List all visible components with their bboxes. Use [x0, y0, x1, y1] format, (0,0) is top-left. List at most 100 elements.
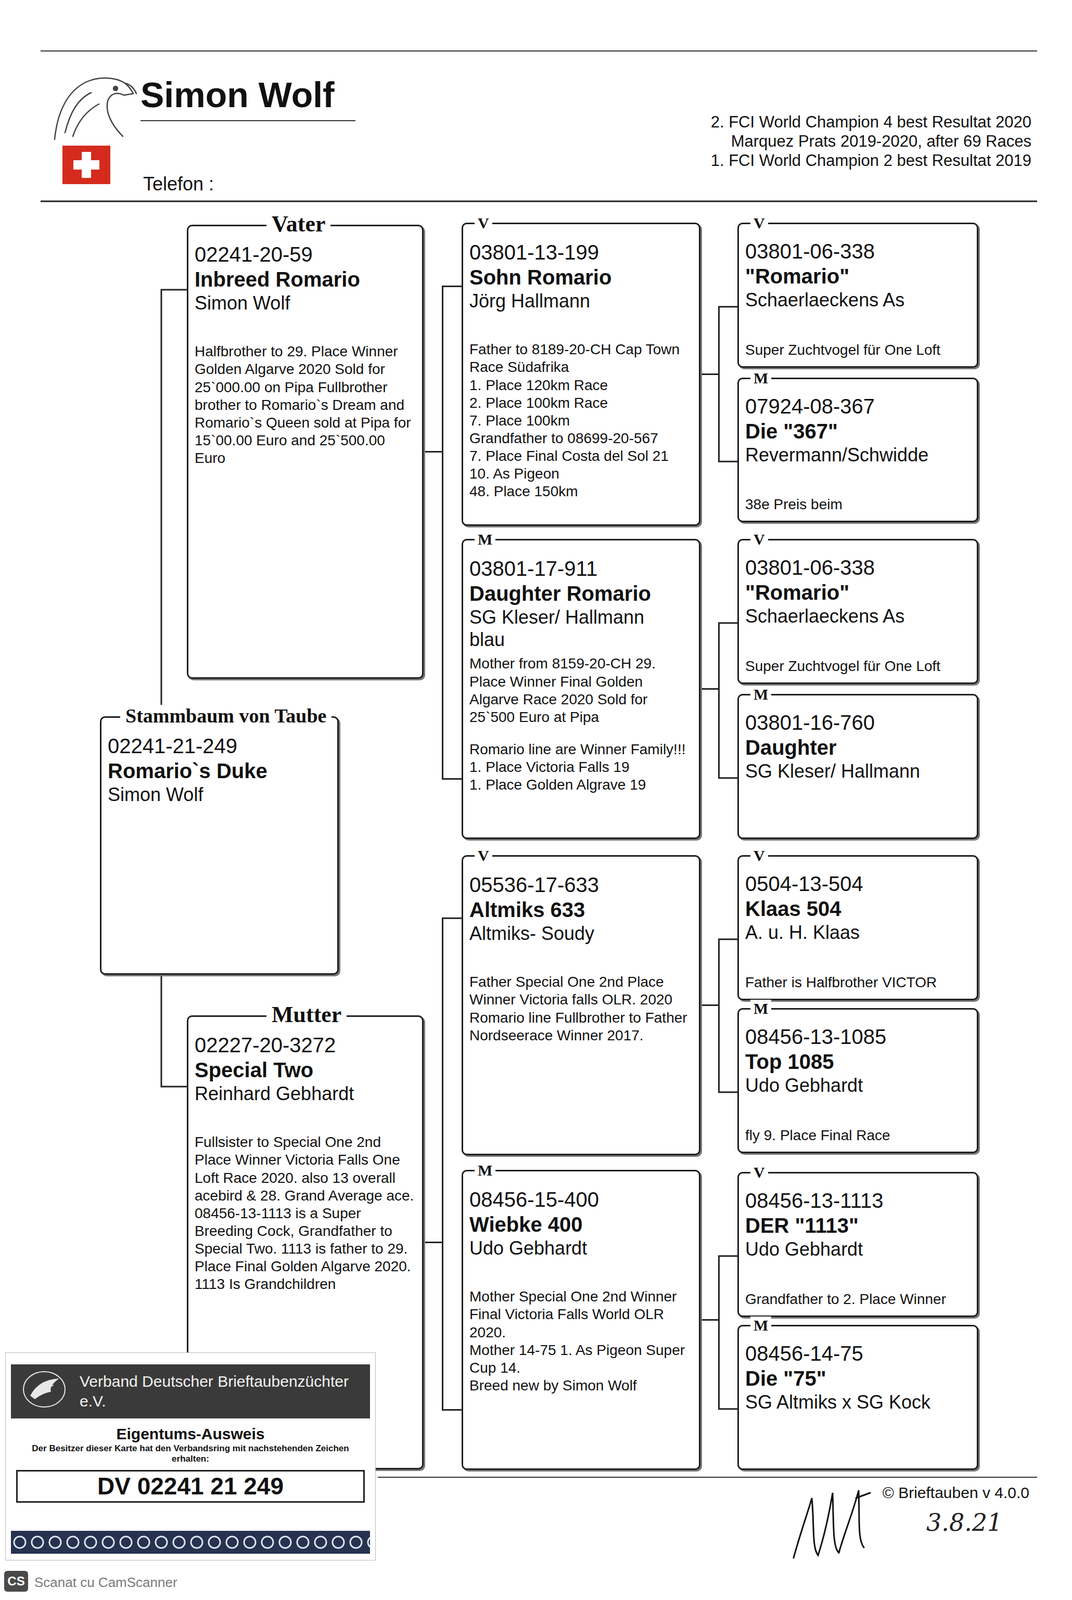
ancestor-box: M08456-13-1085Top 1085Udo Gebhardtfly 9.… — [737, 1008, 979, 1154]
parent-mark: V — [750, 847, 769, 865]
pedigree-note: 7. Place Final Costa del Sol 21 — [469, 447, 693, 466]
pedigree-note: Mother 14-75 1. As Pigeon Super Cup 14. — [469, 1342, 693, 1378]
ring-number: 08456-14-75 — [745, 1341, 971, 1367]
parent-mark: M — [750, 685, 772, 704]
pedigree-connector — [161, 975, 187, 1088]
pigeon-name: Klaas 504 — [745, 896, 971, 922]
ring-number: 03801-17-911 — [469, 556, 693, 582]
pedigree-connector — [700, 689, 738, 779]
ancestor-box: M07924-08-367Die "367"Revermann/Schwidde… — [737, 377, 979, 523]
parent-mark: M — [750, 369, 772, 387]
sire-box: Vater02241-20-59Inbreed RomarioSimon Wol… — [186, 224, 424, 680]
breeder-name: SG Kleser/ Hallmann — [745, 760, 971, 783]
pigeon-name: DER "1113" — [745, 1213, 971, 1239]
ancestor-box: M08456-14-75Die "75"SG Altmiks x SG Kock — [737, 1325, 979, 1471]
pedigree-connector — [700, 939, 738, 1006]
pigeon-name: "Romario" — [745, 580, 971, 606]
breeder-name: Schaerlaeckens As — [745, 605, 971, 628]
ring-number: 02227-20-3272 — [194, 1032, 416, 1058]
pedigree-note: Grandfather to 2. Place Winner — [745, 1291, 971, 1309]
card-ring-number: DV 02241 21 249 — [16, 1470, 365, 1504]
rule-line — [40, 200, 1038, 203]
dove-logo — [19, 1369, 70, 1411]
pedigree-connector — [423, 452, 462, 780]
box-heading: Vater — [266, 211, 331, 238]
parent-mark: V — [474, 214, 493, 232]
pigeon-name: Top 1085 — [745, 1049, 971, 1075]
pigeon-name: Daughter — [745, 735, 971, 761]
pigeon-box: Stammbaum von Taube02241-21-249Romario`s… — [99, 716, 339, 976]
scanner-logo-text: CS — [4, 1574, 29, 1590]
pedigree-connector — [700, 623, 738, 690]
ring-number: 07924-08-367 — [745, 393, 971, 419]
card-title: Eigentums-Ausweis — [5, 1425, 376, 1445]
pedigree-connector — [700, 1005, 738, 1093]
pigeon-name: Die "75" — [745, 1366, 971, 1392]
award-note: 1. FCI World Champion 2 best Resultat 20… — [710, 150, 1032, 171]
pedigree-connector — [700, 1256, 738, 1321]
pedigree-note: fly 9. Place Final Race — [745, 1127, 971, 1145]
breeder-name: SG Kleser/ Hallmann — [469, 606, 693, 629]
ring-number: 08456-15-400 — [469, 1187, 693, 1213]
pedigree-note: 48. Place 150km — [469, 482, 693, 501]
pedigree-connector — [700, 1320, 738, 1410]
pigeon-name: Special Two — [194, 1057, 416, 1083]
pigeon-name: Sohn Romario — [469, 264, 693, 290]
parent-mark: V — [750, 1164, 769, 1182]
ancestor-box: V03801-06-338"Romario"Schaerlaeckens AsS… — [737, 222, 979, 368]
pedigree-connector — [700, 374, 738, 463]
pedigree-note: 1. Place 120km Race — [469, 376, 693, 395]
grandparent-box: V05536-17-633Altmiks 633Altmiks- SoudyFa… — [461, 855, 701, 1156]
parent-mark: M — [750, 1000, 772, 1018]
breeder-name: Udo Gebhardt — [745, 1238, 971, 1261]
pedigree-connector — [423, 1243, 462, 1411]
scanner-logo — [4, 1571, 29, 1593]
breeder-name: Udo Gebhardt — [469, 1237, 693, 1260]
pedigree-note: Super Zuchtvogel für One Loft — [745, 657, 971, 676]
pigeon-name: Die "367" — [745, 418, 971, 444]
rule-line — [377, 1477, 1038, 1479]
handwritten-date: 3.8.21 — [926, 1509, 1003, 1538]
ring-number: 03801-06-338 — [745, 238, 971, 264]
pigeon-head-sketch — [54, 78, 137, 140]
parent-mark: V — [750, 530, 769, 548]
breeder-name: Simon Wolf — [194, 291, 416, 315]
pedigree-note: 2. Place 100km Race — [469, 394, 693, 413]
ring-number: 05536-17-633 — [469, 872, 693, 898]
ring-number: 08456-13-1085 — [745, 1024, 971, 1050]
breeder-name: Schaerlaeckens As — [745, 288, 971, 312]
pedigree-connector — [161, 289, 187, 717]
pigeon-name: Daughter Romario — [469, 581, 693, 607]
ring-number: 0504-13-504 — [745, 871, 971, 897]
ring-number: 03801-16-760 — [745, 710, 971, 736]
pedigree-note: Father is Halfbrother VICTOR — [745, 974, 971, 992]
breeder-name: blau — [469, 628, 693, 652]
ring-number: 02241-21-249 — [107, 733, 331, 759]
breeder-name: Jörg Hallmann — [469, 289, 693, 313]
pedigree-note: Grandfather to 08699-20-567 — [469, 429, 693, 448]
pedigree-note: Father to 8189-20-CH Cap Town Race Südaf… — [469, 340, 693, 377]
pedigree-note: Father Special One 2nd Place Winner Vict… — [469, 973, 693, 1010]
breeder-name: Revermann/Schwidde — [745, 443, 971, 467]
card-note: Der Besitzer dieser Karte hat den Verban… — [5, 1444, 376, 1466]
rule-line — [40, 50, 1038, 52]
ancestor-box: V08456-13-1113DER "1113"Udo GebhardtGran… — [737, 1172, 979, 1318]
grandparent-box: M03801-17-911Daughter RomarioSG Kleser/ … — [461, 539, 701, 840]
ring-number: 03801-06-338 — [745, 555, 971, 581]
breeder-name: SG Altmiks x SG Kock — [745, 1391, 971, 1414]
breeder-name: A. u. H. Klaas — [745, 921, 971, 944]
pedigree-note: Halfbrother to 29. Place Winner Golden A… — [194, 342, 416, 468]
pedigree-note: 10. As Pigeon — [469, 465, 693, 483]
swiss-flag — [62, 145, 111, 185]
ring-number: 03801-13-199 — [469, 239, 693, 265]
parent-mark: M — [750, 1317, 772, 1335]
award-note: Marquez Prats 2019-2020, after 69 Races — [731, 131, 1032, 151]
title-underline — [140, 120, 356, 122]
pigeon-name: "Romario" — [745, 263, 971, 289]
pedigree-note: Romario line Fullbrother to Father Nords… — [469, 1009, 693, 1045]
parent-mark: V — [750, 214, 769, 232]
breeder-name: Reinhard Gebhardt — [194, 1082, 416, 1106]
pigeon-name: Wiebke 400 — [469, 1212, 693, 1238]
parent-mark: V — [474, 847, 493, 865]
